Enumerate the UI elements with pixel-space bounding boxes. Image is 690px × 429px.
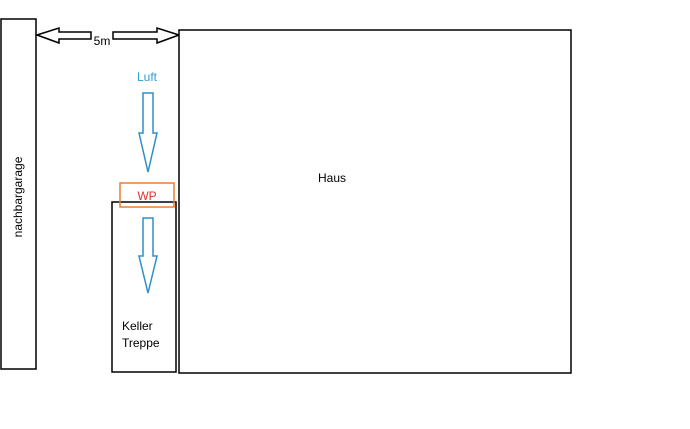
cellar-stairs-label-line1: Keller — [122, 319, 153, 333]
air-flow-arrow-top-icon — [138, 92, 158, 173]
heat-pump-box — [119, 182, 175, 208]
cellar-stairs-label-line2: Treppe — [122, 336, 160, 350]
distance-arrow-right-icon — [112, 26, 182, 45]
heat-pump-label: WP — [137, 189, 156, 203]
distance-label: 5m — [94, 34, 111, 48]
house-box — [178, 29, 572, 374]
house-label: Haus — [318, 171, 346, 185]
distance-arrow-left-icon — [34, 26, 92, 45]
neighbor-garage-label: nachbargarage — [11, 156, 25, 237]
air-flow-arrow-bottom-icon — [138, 217, 158, 294]
neighbor-garage-box — [0, 18, 37, 370]
air-label: Luft — [137, 70, 158, 84]
